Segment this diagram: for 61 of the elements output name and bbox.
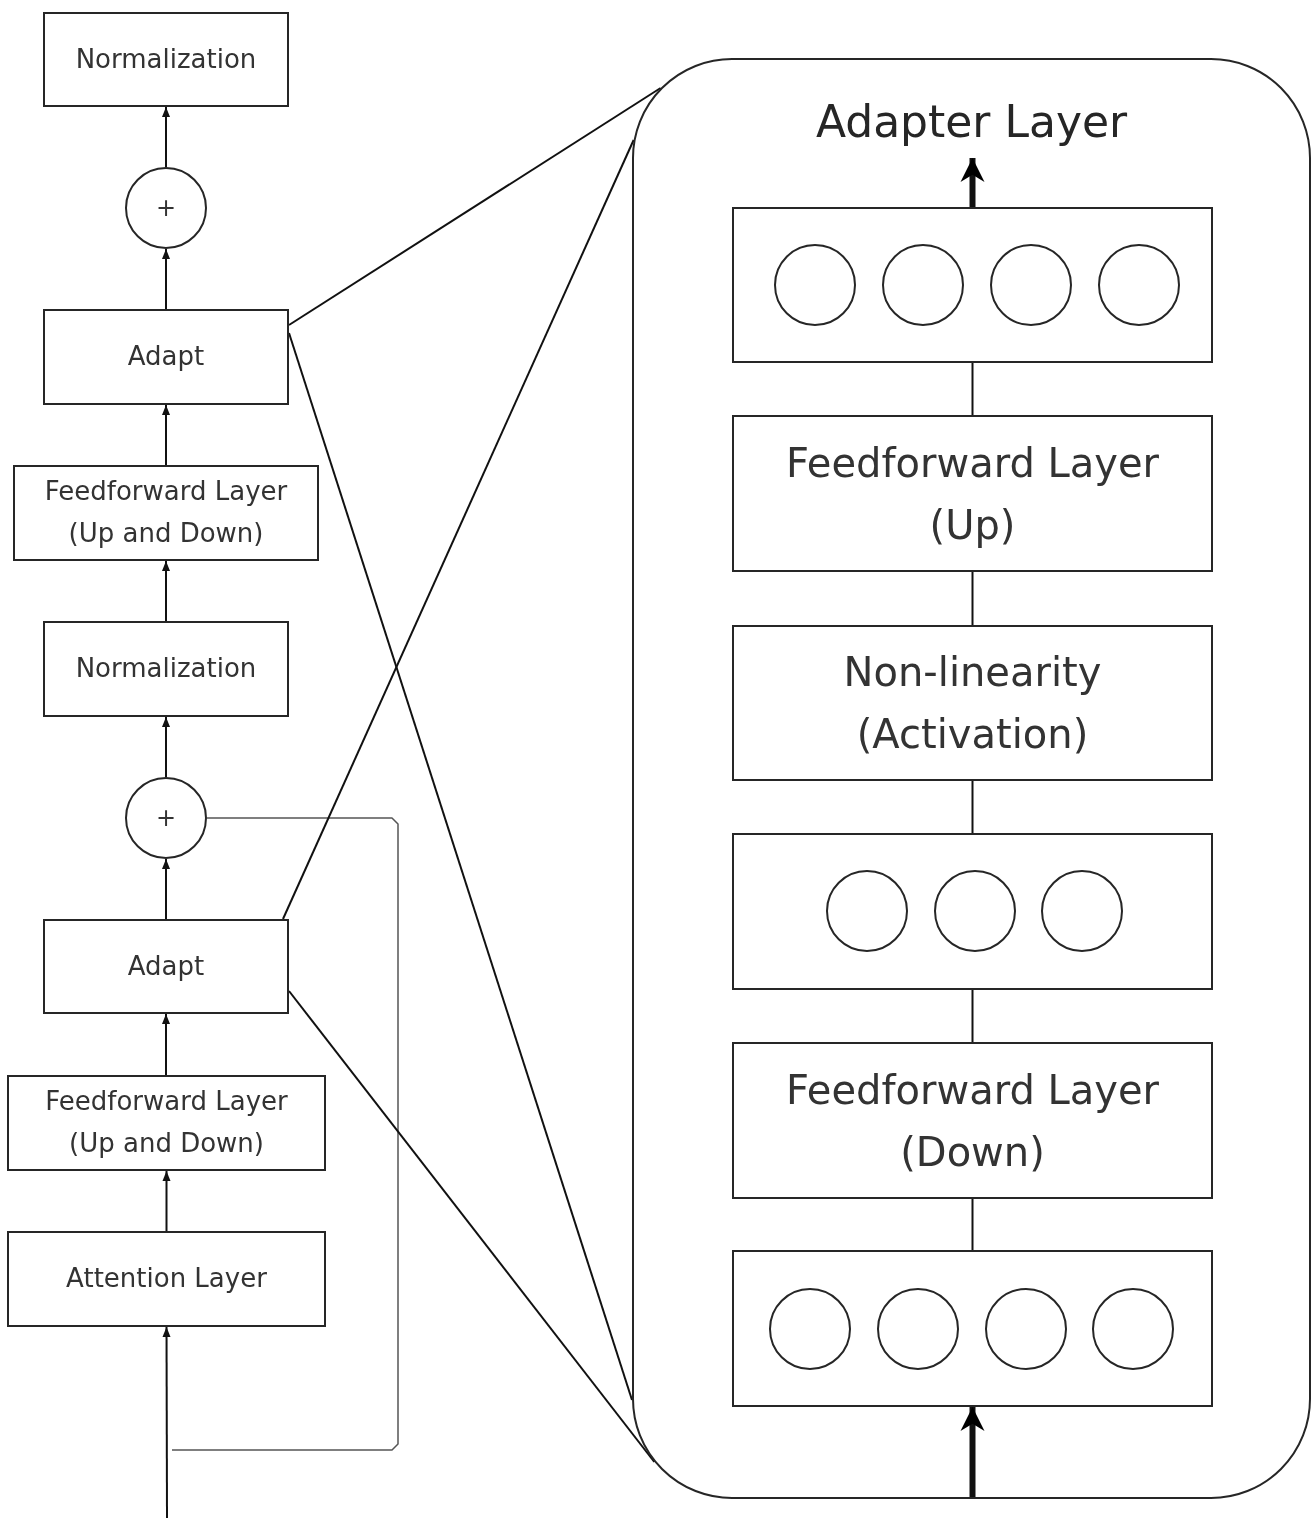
neuron-circle <box>933 869 1016 952</box>
neuron-circle <box>1097 243 1180 326</box>
neuron-circle <box>984 1287 1067 1370</box>
plus-sign: + <box>155 194 177 222</box>
arrow <box>162 106 170 168</box>
process-box <box>7 1231 326 1327</box>
neuron-circle <box>1040 869 1123 952</box>
layer-label: Feedforward Layer (Down) <box>785 1065 1160 1177</box>
connector-line <box>971 1198 974 1251</box>
process-box <box>732 1042 1213 1199</box>
connector-line <box>971 571 974 626</box>
connector-line <box>288 990 656 1463</box>
neuron-circle <box>773 243 856 326</box>
arrow <box>162 716 170 778</box>
connector-line <box>971 780 974 834</box>
layer-label: Attention Layer <box>65 1262 268 1296</box>
neuron-circle <box>1091 1287 1174 1370</box>
layer-label: Normalization <box>74 652 258 686</box>
process-box <box>13 465 319 561</box>
neuron-circle <box>825 869 908 952</box>
panel-title: Adapter Layer <box>815 96 1128 147</box>
neuron-layer-box <box>732 833 1213 990</box>
connector-line <box>282 139 635 920</box>
arrow <box>960 1407 985 1499</box>
neuron-layer-box <box>732 207 1213 363</box>
arrow <box>162 404 170 466</box>
layer-label: Feedforward Layer (Up) <box>785 438 1160 550</box>
adapter-panel <box>632 58 1311 1499</box>
layer-label: Adapt <box>126 949 206 983</box>
arrow <box>162 248 170 310</box>
arrow <box>162 1013 170 1076</box>
neuron-circle <box>881 243 964 326</box>
layer-label: Non-linearity (Activation) <box>842 648 1103 759</box>
arrow <box>162 858 170 920</box>
neuron-circle <box>989 243 1072 326</box>
layer-label: Adapt <box>126 340 206 374</box>
process-box <box>43 12 289 107</box>
arrow <box>162 560 170 622</box>
arrow <box>162 1170 171 1232</box>
process-box <box>7 1075 326 1171</box>
sum-circle <box>125 167 207 249</box>
process-box <box>732 625 1213 781</box>
process-box <box>43 621 289 717</box>
connector-line <box>288 332 633 1401</box>
layer-label: Feedforward Layer (Up and Down) <box>44 1085 289 1160</box>
neuron-circle <box>768 1287 851 1370</box>
neuron-layer-box <box>732 1250 1213 1407</box>
sum-circle <box>125 777 207 859</box>
process-box <box>732 415 1213 572</box>
plus-sign: + <box>155 804 177 832</box>
connector-line <box>971 362 974 416</box>
process-box <box>43 309 289 405</box>
layer-label: Normalization <box>74 42 258 76</box>
connector-line <box>171 817 399 1451</box>
process-box <box>43 919 289 1014</box>
arrow <box>960 158 985 207</box>
layer-label: Feedforward Layer (Up and Down) <box>43 475 289 550</box>
neuron-circle <box>876 1287 959 1370</box>
connector-line <box>971 989 974 1043</box>
connector-line <box>288 87 662 326</box>
arrow <box>162 1326 171 1518</box>
